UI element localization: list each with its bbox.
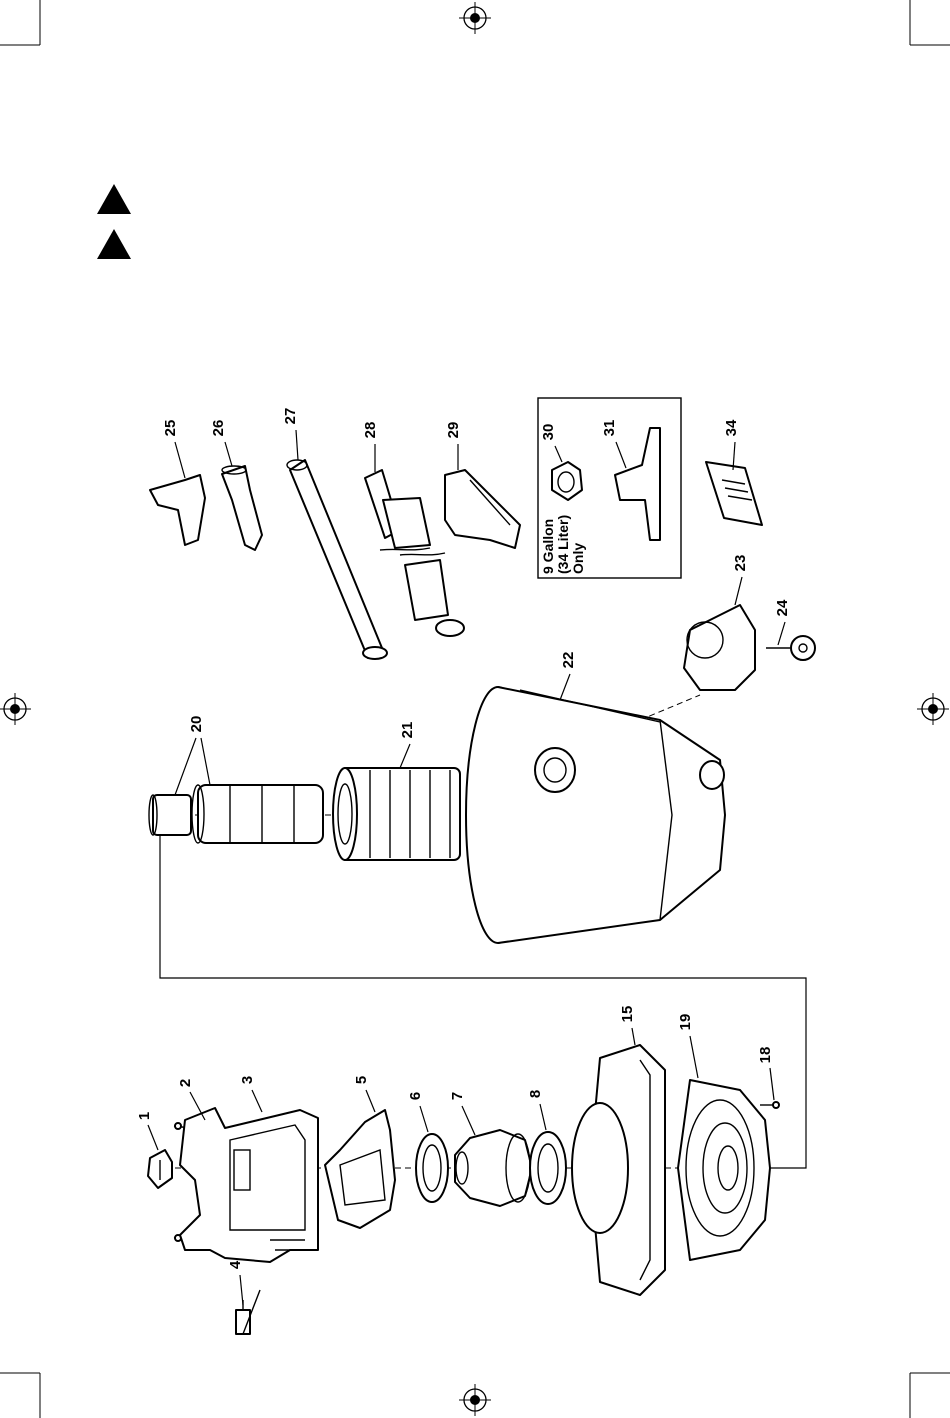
part-26-crevice-tool	[222, 466, 262, 550]
part-number-label: 20	[188, 716, 205, 733]
part-number-label: 1	[136, 1112, 153, 1120]
part-21-cartridge-filter	[333, 768, 460, 860]
part-number-label: 19	[677, 1014, 694, 1031]
part-5-motor-housing	[325, 1110, 395, 1228]
part-number-label: 2	[177, 1079, 194, 1087]
part-19-lid-base	[678, 1080, 770, 1260]
callout-part-26: 26	[210, 420, 232, 466]
part-30-brush	[552, 462, 582, 500]
part-number-label: 22	[560, 652, 577, 669]
note-line-1: 9 Gallon	[540, 519, 556, 574]
part-22-tank	[466, 687, 725, 943]
callout-part-6: 6	[407, 1092, 428, 1132]
part-8-seal-ring	[530, 1132, 566, 1204]
callout-part-4: 4	[227, 1260, 244, 1305]
part-4-power-cord	[236, 1290, 260, 1334]
part-number-label: 8	[527, 1090, 544, 1098]
callout-note: 9 Gallon (34 Liter) Only	[540, 515, 586, 574]
part-number-label: 31	[601, 420, 618, 437]
part-15-lid	[572, 1045, 665, 1295]
note-line-2: (34 Liter)	[555, 515, 571, 574]
callout-part-21: 21	[399, 722, 416, 768]
part-6-gasket	[416, 1134, 448, 1202]
part-number-label: 34	[723, 419, 740, 436]
part-number-label: 15	[619, 1006, 636, 1023]
part-number-label: 3	[239, 1076, 256, 1084]
callout-part-15: 15	[619, 1006, 636, 1045]
callout-part-29: 29	[445, 422, 462, 470]
part-25-utility-nozzle	[150, 475, 205, 545]
callout-part-28: 28	[362, 422, 379, 472]
registration-mark-bottom	[459, 1384, 491, 1416]
callout-part-22: 22	[560, 652, 577, 700]
callout-part-25: 25	[162, 420, 185, 478]
callout-part-24: 24	[774, 599, 791, 645]
callout-part-27: 27	[282, 408, 299, 460]
callout-part-8: 8	[527, 1090, 546, 1130]
registration-mark-right	[917, 693, 949, 725]
callout-part-5: 5	[353, 1076, 375, 1112]
part-number-label: 30	[540, 424, 557, 441]
part-23-caster-mount	[684, 605, 755, 690]
part-number-label: 26	[210, 420, 227, 437]
part-number-label: 4	[227, 1260, 244, 1269]
callout-part-19: 19	[677, 1014, 698, 1078]
part-31-floor-nozzle	[615, 428, 660, 540]
part-7-motor	[455, 1130, 532, 1206]
part-number-label: 6	[407, 1092, 424, 1100]
warning-triangle-icon	[97, 184, 131, 214]
part-1-switch	[148, 1150, 172, 1188]
part-number-label: 5	[353, 1076, 370, 1084]
warning-triangle-icon	[97, 229, 131, 259]
part-number-label: 23	[732, 555, 749, 572]
note-line-3: Only	[570, 543, 586, 574]
registration-mark-left	[0, 693, 31, 725]
part-number-label: 27	[282, 408, 299, 425]
part-number-label: 28	[362, 422, 379, 439]
callout-part-31: 31	[601, 420, 626, 468]
callout-part-20: 20	[175, 716, 210, 795]
part-3-motor-cover	[180, 1108, 318, 1262]
callout-part-18: 18	[757, 1047, 774, 1100]
part-number-label: 18	[757, 1047, 774, 1064]
part-34-manual	[706, 462, 762, 525]
part-24-caster	[766, 636, 815, 660]
callout-part-3: 3	[239, 1076, 262, 1112]
registration-mark-top	[459, 2, 491, 34]
axis-line-caster	[640, 695, 700, 720]
part-number-label: 21	[399, 722, 416, 739]
part-number-label: 29	[445, 422, 462, 439]
callout-part-23: 23	[732, 555, 749, 605]
callout-part-1: 1	[136, 1112, 158, 1150]
part-18-screw	[760, 1102, 779, 1108]
part-29-gulper-nozzle	[445, 470, 520, 548]
part-number-label: 25	[162, 420, 179, 437]
callout-part-30: 30	[540, 424, 562, 462]
part-number-label: 7	[449, 1092, 466, 1100]
callout-part-7: 7	[449, 1092, 475, 1135]
part-number-label: 24	[774, 599, 791, 616]
callout-part-34: 34	[723, 419, 740, 470]
